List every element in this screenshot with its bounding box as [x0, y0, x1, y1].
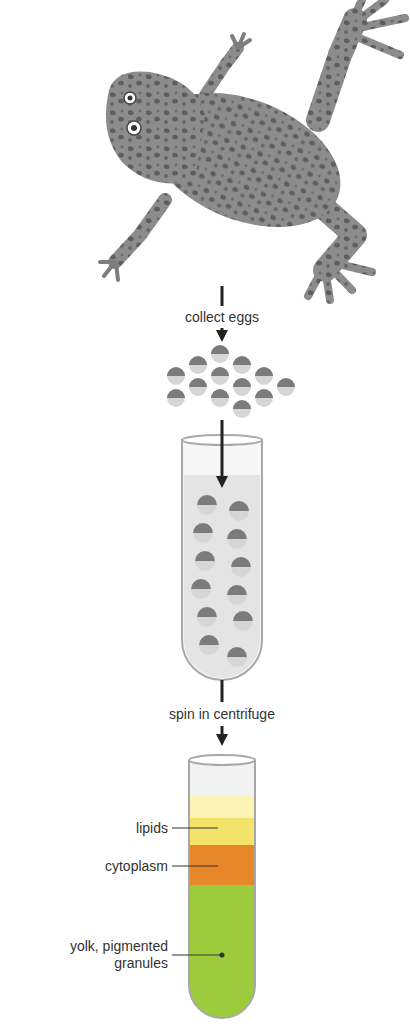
- eggs-in-tube: [191, 495, 253, 667]
- frog-eye: [127, 121, 141, 135]
- egg: [231, 557, 251, 577]
- egg: [199, 635, 219, 655]
- lipid-layer: [185, 796, 260, 818]
- frog: [100, 0, 405, 300]
- egg: [255, 367, 273, 385]
- arrow: [221, 328, 224, 336]
- egg: [189, 356, 207, 374]
- leader-line: [172, 865, 218, 866]
- front-leg: [205, 48, 238, 95]
- egg: [197, 495, 217, 515]
- hind-foot: [350, 0, 405, 55]
- egg: [229, 501, 249, 521]
- step-label: spin in centrifuge: [132, 706, 312, 723]
- separated-layers: [185, 760, 260, 1024]
- egg: [233, 378, 251, 396]
- step-label: collect eggs: [142, 309, 302, 326]
- frog-eye: [124, 92, 136, 104]
- egg: [211, 389, 229, 407]
- leader-dot: [220, 953, 225, 958]
- part-label: cytoplasm: [18, 858, 168, 875]
- tube-liquid: [184, 475, 260, 678]
- part-label: yolk, pigmented granules: [38, 938, 168, 972]
- egg: [227, 647, 247, 667]
- egg: [233, 356, 251, 374]
- frog-head: [106, 71, 205, 183]
- egg: [191, 579, 211, 599]
- front-leg: [115, 200, 165, 262]
- egg: [277, 378, 295, 396]
- egg: [189, 378, 207, 396]
- egg: [211, 367, 229, 385]
- egg: [233, 400, 251, 418]
- egg: [233, 611, 253, 631]
- frog-pupil: [131, 125, 137, 131]
- egg: [211, 345, 229, 363]
- lipid-layer: [185, 818, 260, 845]
- leader-line: [172, 954, 222, 955]
- egg: [193, 523, 213, 543]
- egg: [167, 367, 185, 385]
- hind-foot: [308, 262, 372, 300]
- part-label: lipids: [18, 820, 168, 837]
- arrow-shaft: [221, 680, 224, 702]
- leader-line: [172, 827, 218, 828]
- egg: [227, 529, 247, 549]
- egg: [227, 585, 247, 605]
- front-foot: [232, 34, 250, 48]
- arrow: [221, 420, 224, 482]
- egg-cluster: [167, 345, 295, 418]
- cytoplasm-layer: [185, 845, 260, 885]
- egg: [195, 551, 215, 571]
- egg: [197, 607, 217, 627]
- egg: [255, 389, 273, 407]
- front-foot: [100, 262, 118, 280]
- arrow: [221, 726, 224, 740]
- test-tube: [189, 760, 255, 1018]
- tube-rim: [189, 755, 255, 765]
- frog-pupil: [128, 96, 133, 101]
- egg: [167, 389, 185, 407]
- arrow-shaft: [221, 286, 224, 306]
